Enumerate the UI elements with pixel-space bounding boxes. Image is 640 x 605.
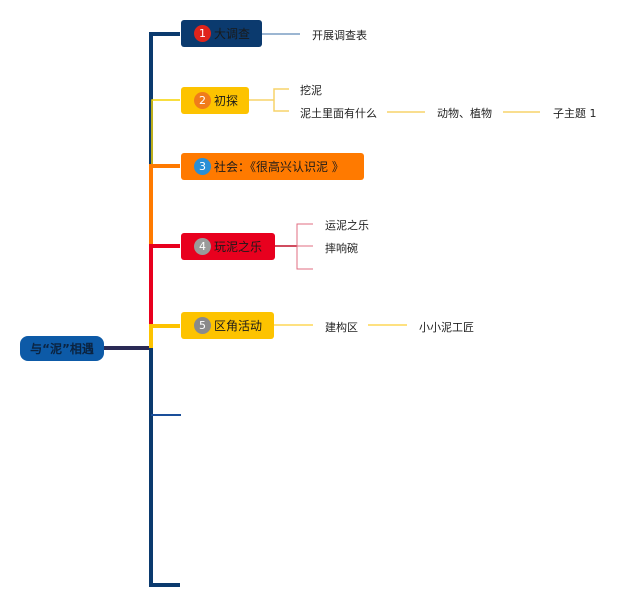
root-label: 与“泥”相遇 [30, 342, 94, 356]
trunk-segment-1 [149, 32, 180, 165]
leaf-node[interactable]: 动物、植物 [437, 107, 492, 120]
leaf-node[interactable]: 小小泥工匠 [419, 321, 474, 334]
branch-node-2[interactable]: 2 初探 [181, 87, 249, 114]
branch-node-1[interactable]: 1 大调查 [181, 20, 262, 47]
leaf-node[interactable]: 泥土里面有什么 [300, 107, 377, 120]
number-badge: 3 [194, 158, 211, 175]
leaf-node[interactable]: 摔响碗 [325, 242, 358, 255]
branch-node-3[interactable]: 3 社会：《很高兴认识泥 》 [181, 153, 364, 180]
leaf-node-empty[interactable] [325, 262, 365, 276]
branch-node-4[interactable]: 4 玩泥之乐 [181, 233, 275, 260]
leaf-node[interactable]: 运泥之乐 [325, 219, 369, 232]
trunk-segment-3 [149, 164, 180, 246]
branch2-bracket [273, 88, 289, 112]
trunk-segment-6 [149, 348, 180, 587]
branch-label: 初探 [214, 94, 239, 108]
number-badge: 4 [194, 238, 211, 255]
leaf-node[interactable]: 建构区 [325, 321, 358, 334]
leaf-node[interactable]: 子主题 1 [553, 107, 597, 120]
branch-label: 玩泥之乐 [214, 240, 263, 254]
trunk-segment-4 [149, 244, 180, 326]
branch-label: 社会：《很高兴认识泥 》 [214, 160, 344, 174]
trunk-segment-2 [151, 99, 180, 165]
branch-label: 大调查 [214, 27, 251, 41]
number-badge: 5 [194, 317, 211, 334]
number-badge: 1 [194, 25, 211, 42]
branch-label: 区角活动 [214, 319, 263, 333]
trunk-segment-5 [149, 324, 180, 348]
branch-node-5[interactable]: 5 区角活动 [181, 312, 274, 339]
root-node[interactable]: 与“泥”相遇 [20, 336, 104, 361]
number-badge: 2 [194, 92, 211, 109]
leaf-node[interactable]: 开展调查表 [312, 29, 367, 42]
leaf-node[interactable]: 挖泥 [300, 84, 322, 97]
